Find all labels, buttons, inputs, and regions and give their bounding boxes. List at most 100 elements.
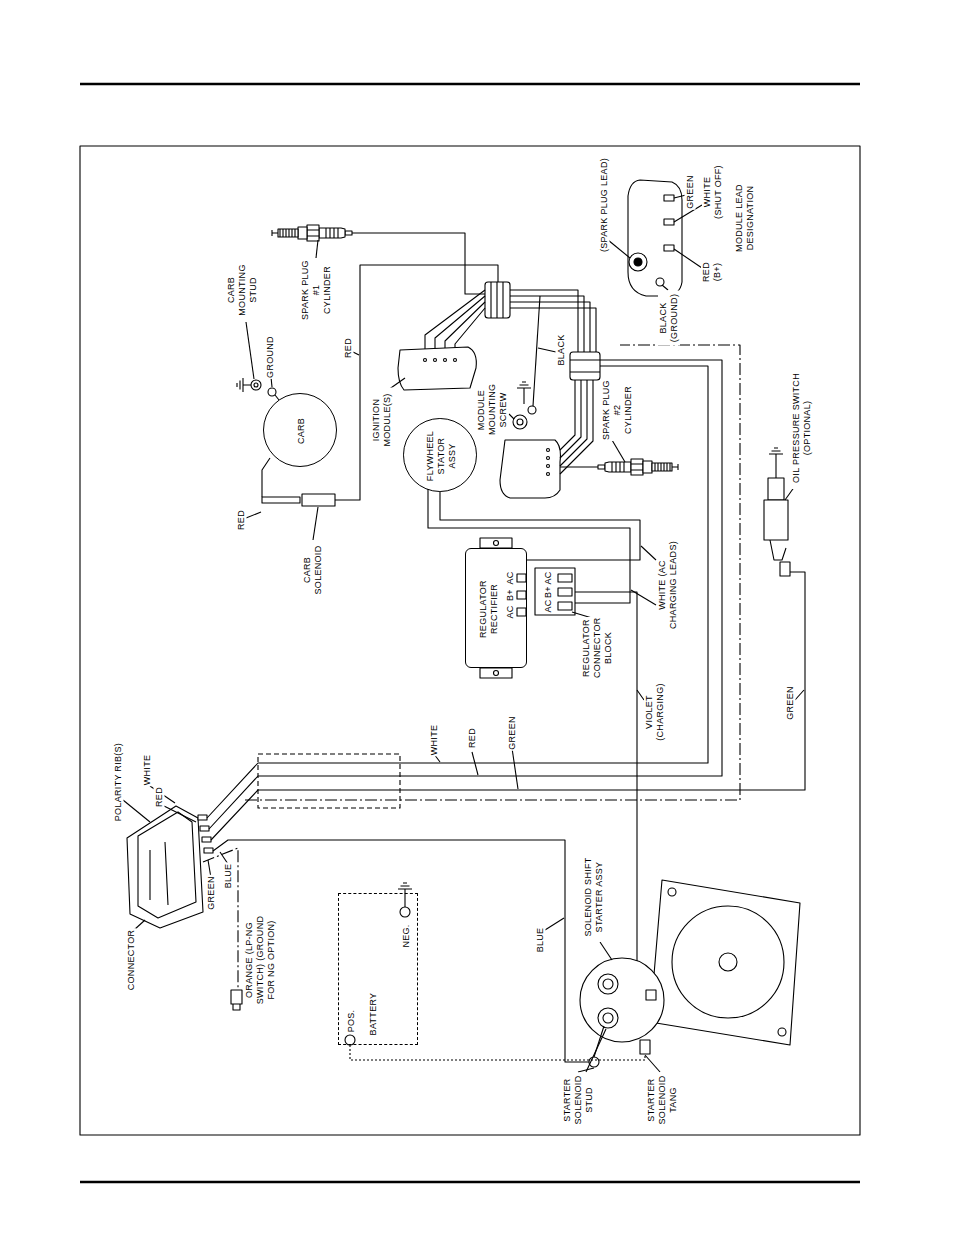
callout-label: RED [467,727,478,749]
callout-label: BLUE [535,927,546,954]
wiring-art [517,608,526,616]
callout-label: WHITE [142,754,153,787]
callout-label: STARTER SOLENOID TANG [646,1073,679,1128]
wiring-art [335,265,498,500]
wiring-art [398,347,476,390]
wiring-art [547,465,550,468]
callout-label: AC [505,570,516,585]
wiring-art [645,1055,660,1072]
wiring-art [510,290,596,352]
wiring-art [428,489,630,603]
wiring-art [494,671,499,676]
wiring-art [517,419,523,425]
wiring-art [664,195,674,201]
wiring-art [262,458,270,497]
wiring-art [150,842,168,905]
wiring-art [398,883,412,897]
wiring-art [517,382,531,396]
wiring-art [444,359,447,362]
stator-circle: FLYWHEEL STATOR ASSY [403,418,477,492]
callout-label: GREEN [685,174,696,210]
wiring-art [251,380,261,390]
callout-label: SPARK PLUG #1 CYLINDER [300,259,333,321]
wiring-art [528,406,536,414]
wiring-art [272,225,352,241]
wiring-art [203,848,238,990]
wiring-art [547,473,550,476]
wiring-art [538,348,556,352]
wiring-art [570,352,600,380]
callout-label: GREEN [206,875,217,911]
wiring-art [672,906,784,1018]
wiring-art [603,979,613,989]
wiring-art [231,990,242,1004]
wiring-art [313,507,318,540]
wiring-art [491,282,503,318]
callout-label: BLACK (GROUND) [658,291,680,346]
wiring-art [424,359,427,362]
wiring-art [795,690,804,700]
wiring-art [719,953,737,971]
wiring-art [434,359,437,362]
wiring-art [558,602,572,610]
callout-label: BLUE [223,863,234,890]
wiring-art [558,574,572,582]
wiring-art [302,494,335,506]
wiring-art [512,748,518,789]
wiring-art [268,388,276,396]
wiring-art [634,258,642,266]
wiring-art [664,219,674,225]
callout-label: WHITE (SHUT OFF) [702,162,724,222]
wiring-art [262,497,300,503]
wiring-art [598,459,678,475]
wiring-art [425,290,485,350]
wiring-art [769,448,783,462]
wiring-art [472,752,478,775]
callout-label: SOLENOID SHIFT STARTER ASSY [583,852,605,942]
callout-label: CONNECTOR [126,929,137,992]
wiring-art [494,541,499,546]
wiring-art [500,440,560,498]
wiring-art [513,415,527,429]
wiring-art [656,278,664,286]
callout-label: OIL PRESSURE SWITCH (OPTIONAL) [791,367,813,489]
wiring-art [80,1181,860,1184]
callout-label: B+ [543,585,554,599]
wiring-art [245,345,740,800]
callout-label: ORANGE (LP-NG SWITCH) (GROUND FOR NG OPT… [244,910,277,1010]
wiring-art [646,990,656,1000]
wiring-art [640,1040,650,1054]
wiring-art [780,562,790,576]
wiring-art [603,1013,613,1023]
wiring-art [517,574,526,582]
wiring-art [547,449,550,452]
wiring-art [80,84,860,1182]
wiring-art [535,568,575,615]
wiring-art [637,690,644,700]
node-text: NEG. [401,923,412,948]
wiring-art [768,478,784,500]
wiring-art [485,282,510,318]
callout-label: CARB MOUNTING STUD [226,259,259,321]
node-text: POS. [346,1009,357,1034]
callout-label: B+ [505,588,516,602]
wiring-art [598,974,618,994]
node-text: BATTERY [368,992,379,1037]
wiring-art [778,1028,786,1036]
callout-label: WHITE (AC CHARGING LEADS) [657,537,679,633]
callout-label: SPARK PLUG #2 CYLINDER [601,379,634,441]
wiring-art [662,285,668,290]
wiring-art [480,538,512,548]
wiring-art [233,1004,240,1010]
wiring-art [533,296,540,406]
wiring-art [558,588,572,596]
wiring-art [764,500,788,540]
callout-label: MODULE MOUNTING SCREW [476,384,509,436]
wiring-art [509,414,514,419]
callout-label: VIOLET (CHARGING) [644,679,666,745]
callout-label: GROUND [265,335,276,379]
node-text: REGULATOR RECTIFIER [478,574,500,644]
wiring-art [580,958,664,1042]
wiring-art [200,826,209,831]
